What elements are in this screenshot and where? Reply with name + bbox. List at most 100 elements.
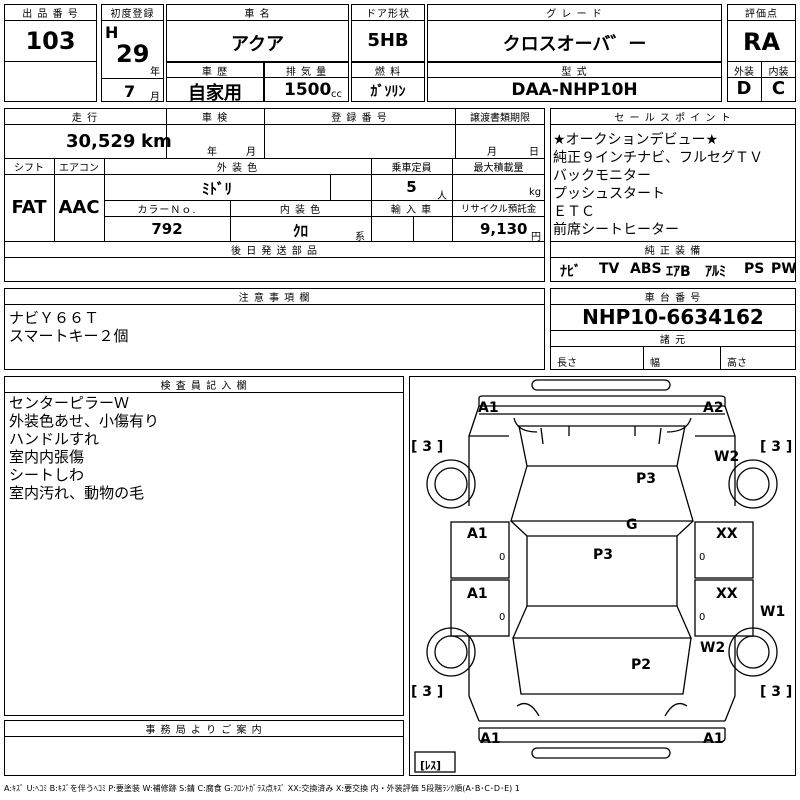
width-label: 幅 <box>650 358 660 369</box>
mark-tire-rear-left: [ 3 ] <box>411 684 444 700</box>
mark-g-windshield: G <box>626 517 638 533</box>
chassis-number: NHP10-6634162 <box>582 305 764 329</box>
equipment-airbag: ｴｱB <box>666 264 691 280</box>
chassis-label: 車 台 番 号 <box>644 293 702 304</box>
history: 自家用 <box>188 83 242 104</box>
damage-diagram-box <box>409 376 796 776</box>
mark-zero-front-right: 0 <box>699 552 706 563</box>
recycle-fee: 9,130 <box>480 220 528 238</box>
car-name: アクア <box>230 34 285 55</box>
mark-a1-rear-left-door: A1 <box>467 586 488 602</box>
year-unit: 年 <box>150 67 160 78</box>
model: DAA-NHP10H <box>511 80 638 100</box>
first-registration-box <box>101 4 164 102</box>
inspection-month-unit: 月 <box>246 147 256 158</box>
inspection-label: 車 検 <box>201 113 229 124</box>
inspector-note: 室内内張傷 <box>9 448 85 466</box>
sales-point: ★オークションデビュー★ <box>553 132 719 148</box>
recycle-unit: 円 <box>531 232 541 243</box>
displacement-box <box>264 62 349 102</box>
inspection-year-unit: 年 <box>207 147 217 158</box>
mark-xx-front-right-door: XX <box>716 526 738 542</box>
displacement-label: 排 気 量 <box>285 67 328 78</box>
sales-point: バックモニター <box>553 168 651 184</box>
fuel-box <box>351 62 425 102</box>
caution-label: 注 意 事 項 欄 <box>238 293 311 304</box>
lot-number-label: 出 品 番 号 <box>22 9 79 20</box>
inspector-note: ハンドルすれ <box>9 430 100 448</box>
history-label: 車 歴 <box>201 67 229 78</box>
fuel: ｶﾞｿﾘﾝ <box>370 84 406 100</box>
mark-a1-top-left: A1 <box>478 400 499 416</box>
caution-line: ナビＹ６６Ｔ <box>9 309 100 327</box>
first-registration-label: 初度登録 <box>110 9 155 20</box>
max-load-label: 最大積載量 <box>473 163 524 174</box>
registration-year: 29 <box>116 40 150 68</box>
inspector-note: 室内汚れ、動物の毛 <box>9 484 145 502</box>
inspector-note: シートしわ <box>9 466 85 484</box>
door-box <box>351 4 425 62</box>
interior-color: ｸﾛ <box>292 222 308 240</box>
inspector-box <box>4 376 404 716</box>
equipment-label: 純 正 装 備 <box>644 246 702 257</box>
interior-color-unit: 系 <box>355 232 365 243</box>
interior-grade: C <box>771 78 786 99</box>
import-label: 輸 入 車 <box>390 205 433 216</box>
door-label: ドア形状 <box>366 9 410 20</box>
inspector-label: 検 査 員 記 入 欄 <box>160 381 248 392</box>
mark-a1-bottom-right: A1 <box>703 731 724 747</box>
door-type: 5HB <box>367 30 409 51</box>
chassis-box <box>550 288 796 370</box>
sales-point: プッシュスタート <box>553 186 665 202</box>
mark-tire-front-right: [ 3 ] <box>760 439 793 455</box>
mark-p3-hood: P3 <box>636 471 657 487</box>
capacity-label: 乗車定員 <box>391 163 432 174</box>
registration-month: 7 <box>124 82 136 101</box>
fuel-label: 燃 料 <box>374 67 402 78</box>
color-number: 792 <box>151 220 183 238</box>
sales-point: 純正９インチナビ、フルセグＴＶ <box>553 150 763 166</box>
exterior-label: 外装 <box>734 67 754 78</box>
exterior-color-label: 外 装 色 <box>216 163 259 174</box>
recycle-label: リサイクル預託金 <box>460 204 537 215</box>
sales-point: ＥＴＣ <box>553 204 595 220</box>
lot-number: 103 <box>25 27 76 55</box>
equipment-abs: ABS <box>630 261 662 277</box>
equipment-pw: PW <box>771 261 797 277</box>
capacity-unit: 人 <box>437 191 447 202</box>
era: H <box>105 23 119 42</box>
sales-point: 前席シートヒーター <box>553 222 679 238</box>
car-name-box <box>166 4 349 62</box>
transfer-docs-label: 譲渡書類期限 <box>470 113 530 124</box>
equipment-navi: ﾅﾋﾞ <box>560 264 581 280</box>
mark-tire-rear-right: [ 3 ] <box>760 684 793 700</box>
exterior-color: ﾐﾄﾞﾘ <box>201 180 232 198</box>
grade: クロスオーバ゛ー <box>502 34 647 55</box>
mileage-label: 走 行 <box>71 113 99 124</box>
aircon-label: エアコン <box>59 163 99 174</box>
shift: FAT <box>11 197 47 218</box>
mark-w1-right: W1 <box>760 604 786 620</box>
office-box <box>4 720 404 776</box>
displacement-unit: cc <box>331 89 342 100</box>
equipment-ps: PS <box>744 261 765 277</box>
mark-zero-rear-right: 0 <box>699 612 706 623</box>
color-number-label: カラーＮｏ. <box>137 205 197 216</box>
inspector-note: センターピラーＷ <box>9 394 130 412</box>
mark-a1-bottom-left: A1 <box>480 731 501 747</box>
later-parts-label: 後 日 発 送 部 品 <box>231 246 318 257</box>
car-name-label: 車 名 <box>244 9 271 20</box>
model-box <box>427 62 722 102</box>
mark-spare-tire: [ﾚｽ] <box>420 759 442 772</box>
details-table <box>4 108 545 282</box>
month-unit: 月 <box>150 92 160 103</box>
grade-box <box>427 4 722 62</box>
mark-tire-front-left: [ 3 ] <box>411 439 444 455</box>
equipment-alloy: ｱﾙﾐ <box>705 264 726 280</box>
height-label: 高さ <box>727 358 747 369</box>
score-label: 評価点 <box>745 9 778 20</box>
specs-label: 諸 元 <box>659 335 687 346</box>
displacement: 1500 <box>284 80 332 100</box>
legend-text: A:ｷｽﾞ U:ﾍｺﾐ B:ｷｽﾞを伴うﾍｺﾐ P:要塗装 W:補修跡 S:錆 … <box>4 784 520 793</box>
mark-a1-front-left-door: A1 <box>467 526 488 542</box>
